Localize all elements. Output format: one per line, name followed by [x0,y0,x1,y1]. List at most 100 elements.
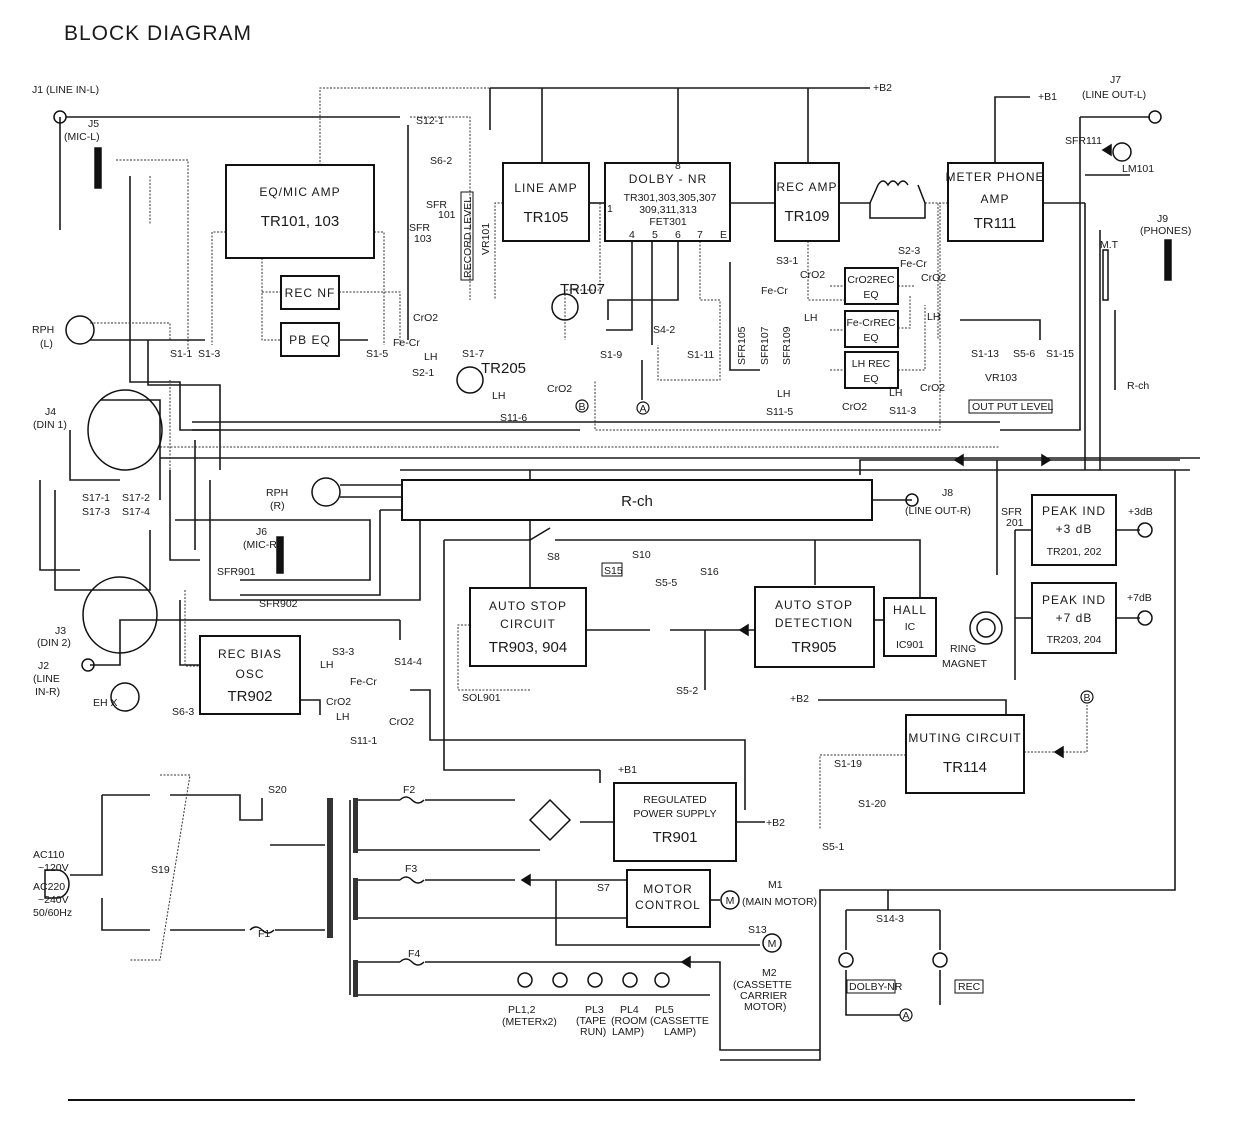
label-hz: 50/60Hz [33,907,72,919]
label-pl3-sub1: (TAPE [576,1015,606,1027]
motor-m1-glyph: M [726,895,735,907]
pin-5: 5 [652,229,658,241]
label-s6-3: S6-3 [172,706,194,718]
label-j2-sub2: IN-R) [35,686,60,698]
block-label: PB EQ [289,333,331,347]
label-m2: M2 [762,967,777,979]
block-label-2: +3 dB [1056,522,1093,536]
label-ehx: EH X [93,697,118,709]
symbols [44,110,1172,988]
j1-jack-icon [53,110,67,124]
block-label-2: EQ [863,332,878,344]
label-plus7db: +7dB [1127,592,1152,604]
label-pl4-sub2: LAMP) [612,1026,644,1038]
block-transistor: TR902 [227,688,272,705]
meter-phone-amp-block: METER PHONE AMP TR111 [945,162,1044,242]
block-transistor: TR901 [652,829,697,846]
peak-ind-7db-block: PEAK IND +7 dB TR203, 204 [1031,582,1117,654]
pin-1: 1 [607,203,613,215]
label-j4: J4 [45,406,56,418]
label-lh-5: LH [927,311,940,323]
diagram-title: BLOCK DIAGRAM [64,22,252,45]
fuse-f1-icon [249,926,275,934]
label-s11-3: S11-3 [889,405,916,417]
label-sfr901: SFR901 [217,566,256,578]
label-lh-1: LH [424,351,437,363]
label-f4: F4 [408,948,420,960]
block-label: REC NF [285,286,336,300]
pin-8: 8 [675,160,681,172]
label-magnet: MAGNET [942,658,988,670]
bridge-rectifier-icon [528,798,572,842]
block-label: AUTO STOP [489,599,567,613]
label-lh-8: LH [336,711,349,723]
label-rph-r-sub: (R) [270,500,285,512]
pin-4: 4 [629,229,635,241]
label-mt: M.T [1100,239,1119,251]
block-transistor: TR203, 204 [1047,634,1102,646]
rec-led-icon [932,952,948,968]
carrier-motor-icon [762,933,782,953]
rec-bias-osc-block: REC BIAS OSC TR902 [199,635,301,715]
label-j7: J7 [1110,74,1121,86]
fuse-f3-icon [399,876,425,884]
fuse-f4-icon [399,958,425,966]
label-s17-4: S17-4 [122,506,150,518]
label-s15: S15 [604,565,623,577]
muting-circuit-block: MUTING CIRCUIT TR114 [905,714,1025,794]
label-b2-top: +B2 [873,82,892,94]
j8-jack-icon [905,493,919,507]
label-rph-l-sub: (L) [40,338,53,350]
label-j7-sub: (LINE OUT-L) [1082,89,1146,101]
motor-control-block: MOTOR CONTROL [626,869,711,928]
block-label-2: +7 dB [1056,611,1093,625]
diode-icon [738,623,749,637]
block-label: PEAK IND [1042,593,1106,607]
regulated-power-supply-block: REGULATED POWER SUPPLY TR901 [613,782,737,862]
label-pl4: PL4 [620,1004,639,1016]
block-label: LINE AMP [514,181,577,195]
label-sfr111: SFR111 [1065,135,1102,147]
ring-magnet-icon [969,611,1003,645]
rec-nf-block: REC NF [280,275,340,310]
block-label: MUTING CIRCUIT [908,731,1021,745]
label-j6-sub: (MIC-R) [243,539,280,551]
label-rph-l: RPH [32,324,54,336]
bias-trap-coil-icon [877,180,909,187]
label-s1-20: S1-20 [858,798,886,810]
j7-jack-icon [1148,110,1162,124]
block-label-2: EQ [863,373,878,385]
label-pl3-sub2: RUN) [580,1026,606,1038]
block-label: METER PHONE [945,170,1044,184]
label-tr205: TR205 [481,360,526,377]
block-transistor: TR111 [974,215,1017,232]
block-label: MOTOR [643,882,692,896]
label-s12-1: S12-1 [416,115,444,127]
label-b1-top: +B1 [1038,91,1057,103]
label-tr107: TR107 [560,281,605,298]
label-f2: F2 [403,784,415,796]
label-s1-13: S1-13 [971,348,999,360]
block-transistor: TR301,303,305,307 [624,192,717,204]
block-transistor: TR101, 103 [261,213,339,230]
label-s16: S16 [700,566,719,578]
label-cro2-1: CrO2 [413,312,438,324]
led-7db-icon [1137,610,1153,626]
label-s4-2: S4-2 [653,324,675,336]
label-rph-r: RPH [266,487,288,499]
label-s8: S8 [547,551,560,563]
label-s13: S13 [748,924,767,936]
lh-rec-eq-block: LH REC EQ [844,351,899,389]
connection-markers: A B B A M M [575,399,1094,1022]
block-transistor: TR114 [943,759,987,776]
block-label: REC BIAS [218,647,282,661]
label-s1-1: S1-1 [170,348,192,360]
diode-icon [1041,453,1052,467]
label-j8: J8 [942,487,953,499]
label-v120: ~120V [38,862,69,874]
block-label: LH REC [852,358,891,370]
marker-b-muting: B [1083,692,1090,704]
block-label: REC AMP [776,180,837,194]
block-ic: IC901 [896,639,924,651]
